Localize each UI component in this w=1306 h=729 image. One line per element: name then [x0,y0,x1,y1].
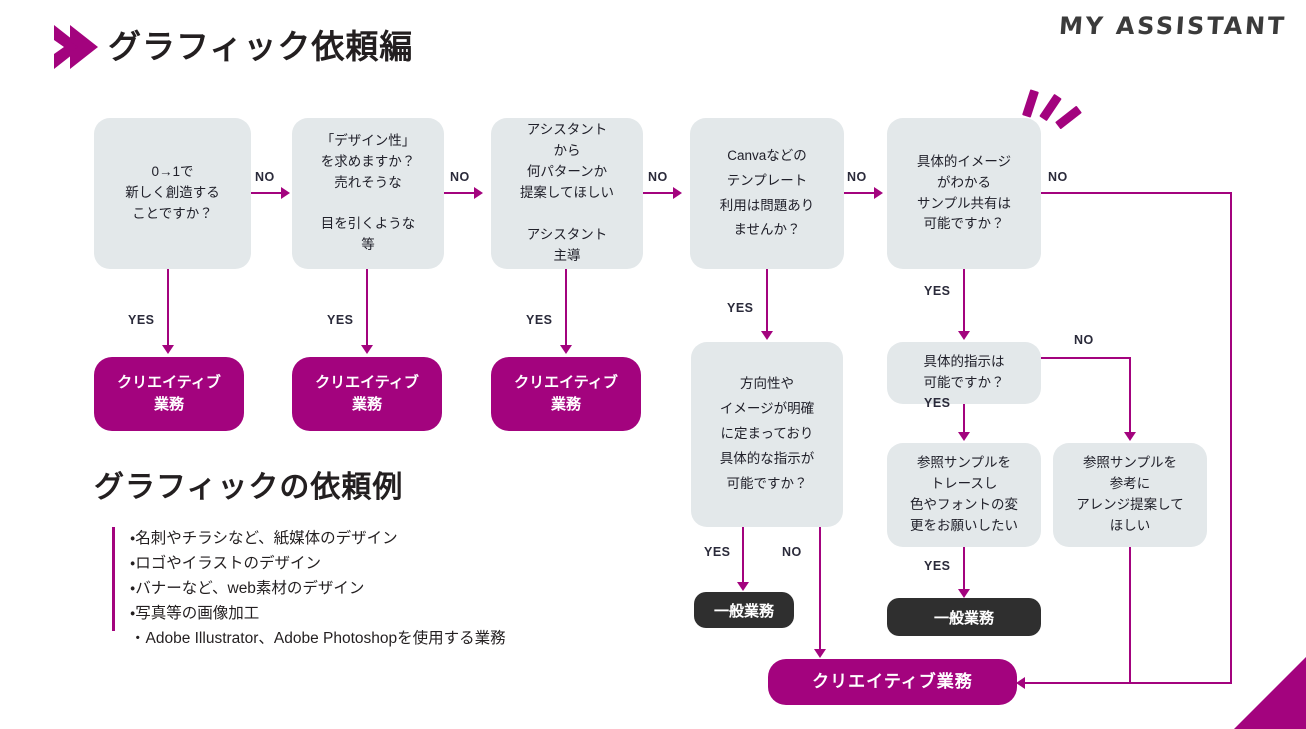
arrowhead-q1-yes [162,345,174,354]
outcome-creative-2[interactable]: クリエイティブ業務 [292,357,442,431]
arrowhead-q7-no [1124,432,1136,441]
edge-label-no-q5: NO [1048,170,1068,184]
edge-label-yes-q3: YES [526,313,553,327]
list-item: ・Adobe Illustrator、Adobe Photoshopを使用する業… [130,630,506,647]
examples-accent-bar [112,527,115,631]
edge-label-yes-q5: YES [924,284,951,298]
flow-node-q2-label: 「デザイン性」を求めますか？売れそうな目を引くような等 [320,132,416,253]
edge-label-yes-q7: YES [924,396,951,410]
brand-logo: MY ASSISTANT [1057,12,1287,40]
arrowhead-bottom-rail [1016,677,1025,689]
edge-label-no-q7: NO [1074,333,1094,347]
connector-q4-yes [766,269,768,333]
edge-label-no-q2: NO [450,170,470,184]
arrowhead-q4-yes [761,331,773,340]
connector-q6-no [819,527,821,651]
page-title: グラフィック依頼編 [108,28,414,65]
connector-q8-yes [963,547,965,591]
arrowhead-q3-yes [560,345,572,354]
connector-q7-yes [963,404,965,434]
edge-label-no-q4: NO [847,170,867,184]
outcome-creative-3[interactable]: クリエイティブ業務 [491,357,641,431]
outcome-general-2[interactable]: 一般業務 [887,598,1041,636]
arrowhead-q2-yes [361,345,373,354]
arrowhead-q8-yes [958,589,970,598]
connector-q7-no-v [1129,357,1131,434]
connector-bottom-rail [1025,682,1232,684]
flow-node-q3-label: アシスタントから何パターンか提案してほしいアシスタント主導 [519,122,615,263]
flow-node-q1[interactable]: 0→1で新しく創造することですか？ [94,118,251,269]
connector-q5-no-h [1041,192,1232,194]
arrowhead-q4-q5 [874,187,883,199]
connector-q5-no-v [1230,192,1232,683]
connector-q9-down [1129,547,1131,683]
outcome-creative-1-label: クリエイティブ業務 [117,374,221,413]
connector-q4-q5 [844,192,876,194]
flow-node-q7[interactable]: 具体的指示は可能ですか？ [887,342,1041,404]
flow-node-q6[interactable]: 方向性やイメージが明確に定まっており具体的な指示が可能ですか？ [691,342,843,527]
corner-triangle-icon [1234,657,1306,729]
outcome-general-1-label: 一般業務 [713,602,774,620]
outcome-creative-final-label: クリエイティブ業務 [812,671,973,691]
arrowhead-q1-q2 [281,187,290,199]
edge-label-no-q6: NO [782,545,802,559]
list-item: ・バナーなど、web素材のデザイン [130,580,365,597]
connector-q6-yes [742,527,744,584]
connector-q1-yes [167,269,169,347]
flow-node-q7-label: 具体的指示は可能ですか？ [923,354,1005,390]
flow-node-q6-label: 方向性やイメージが明確に定まっており具体的な指示が可能ですか？ [719,376,815,491]
flow-node-q2[interactable]: 「デザイン性」を求めますか？売れそうな目を引くような等 [292,118,444,269]
examples-list: ・名刺やチラシなど、紙媒体のデザイン ・ロゴやイラストのデザイン ・バナーなど、… [130,526,506,651]
list-item: ・ロゴやイラストのデザイン [130,555,321,572]
connector-q2-q3 [444,192,476,194]
list-item: ・写真等の画像加工 [130,605,260,622]
outcome-creative-3-label: クリエイティブ業務 [514,374,618,413]
outcome-general-1[interactable]: 一般業務 [694,592,794,628]
edge-label-yes-q6: YES [704,545,731,559]
flow-node-q5[interactable]: 具体的イメージがわかるサンプル共有は可能ですか？ [887,118,1041,269]
arrowhead-q2-q3 [474,187,483,199]
flow-node-q3[interactable]: アシスタントから何パターンか提案してほしいアシスタント主導 [491,118,643,269]
outcome-general-2-label: 一般業務 [933,609,994,627]
list-item: ・名刺やチラシなど、紙媒体のデザイン [130,530,398,547]
flow-node-q9[interactable]: 参照サンプルを参考にアレンジ提案してほしい [1053,443,1207,547]
connector-q1-q2 [251,192,283,194]
arrowhead-q3-q4 [673,187,682,199]
flow-node-q9-label: 参照サンプルを参考にアレンジ提案してほしい [1076,455,1184,533]
edge-label-yes-q1: YES [128,313,155,327]
flow-node-q8[interactable]: 参照サンプルをトレースし色やフォントの変更をお願いしたい [887,443,1041,547]
chevron-right-icon [52,22,98,72]
flow-node-q4[interactable]: Canvaなどのテンプレート利用は問題ありませんか？ [690,118,844,269]
flow-node-q1-label: 0→1で新しく創造することですか？ [125,164,220,221]
outcome-creative-2-label: クリエイティブ業務 [315,374,419,413]
outcome-creative-1[interactable]: クリエイティブ業務 [94,357,244,431]
edge-label-yes-q8: YES [924,559,951,573]
connector-q2-yes [366,269,368,347]
connector-q5-yes [963,269,965,333]
outcome-creative-final[interactable]: クリエイティブ業務 [768,659,1017,705]
flow-node-q5-label: 具体的イメージがわかるサンプル共有は可能ですか？ [916,153,1012,232]
arrowhead-q6-no [814,649,826,658]
connector-q3-yes [565,269,567,347]
flow-node-q8-label: 参照サンプルをトレースし色やフォントの変更をお願いしたい [910,455,1018,533]
flow-node-q4-label: Canvaなどのテンプレート利用は問題ありませんか？ [719,147,815,238]
edge-label-yes-q2: YES [327,313,354,327]
arrowhead-q5-yes [958,331,970,340]
examples-title: グラフィックの依頼例 [94,471,404,504]
edge-label-no-q3: NO [648,170,668,184]
connector-q7-no-h [1041,357,1131,359]
edge-label-yes-q4: YES [727,301,754,315]
sparkle-icon [1020,86,1086,136]
arrowhead-q6-yes [737,582,749,591]
edge-label-no-q1: NO [255,170,275,184]
arrowhead-q7-yes [958,432,970,441]
connector-q3-q4 [643,192,675,194]
